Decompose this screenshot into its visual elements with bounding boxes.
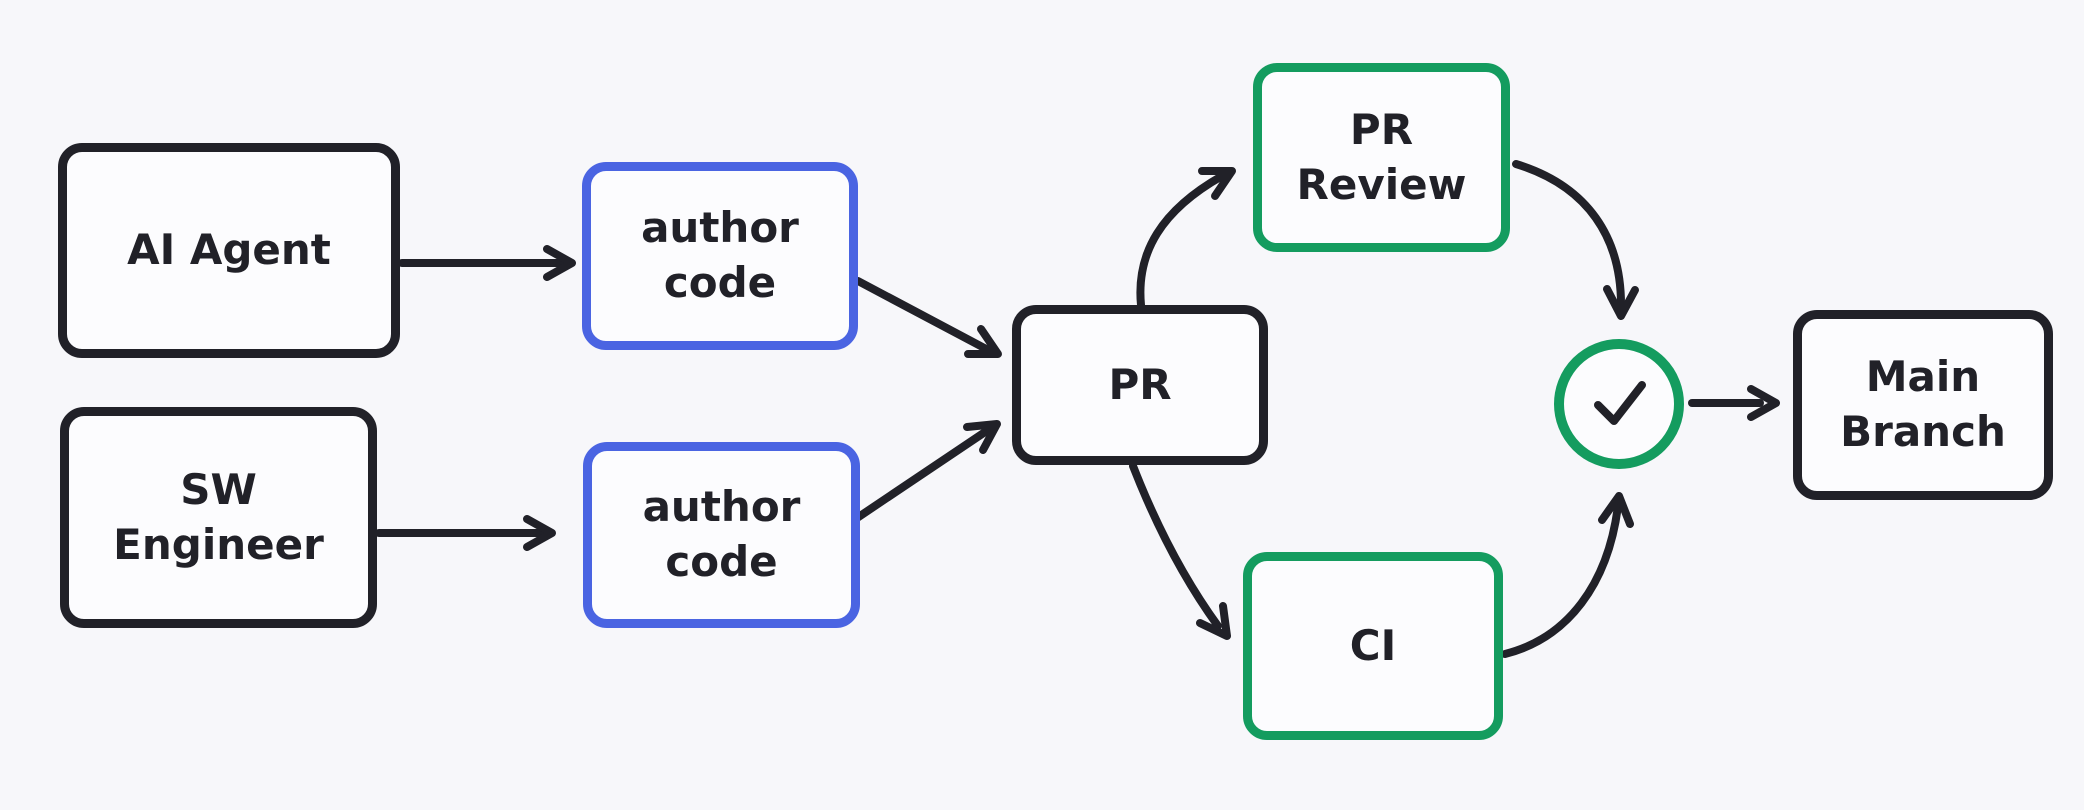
node-sw-engineer[interactable]: SW Engineer [60,407,377,628]
edge-pr-to-pr-review[interactable] [1136,167,1236,309]
node-ai-agent-label: AI Agent [127,225,331,275]
edge-sw-engineer-to-author-code[interactable] [375,515,556,551]
edge-check-to-main-branch[interactable] [1688,385,1780,421]
node-author-code-top[interactable]: author code [582,162,858,350]
edge-author-code-bottom-to-pr[interactable] [853,420,1001,522]
node-pr-review[interactable]: PR Review [1253,63,1510,252]
node-check[interactable] [1554,339,1684,469]
edge-ci-to-check[interactable] [1501,492,1634,658]
node-ai-agent[interactable]: AI Agent [58,143,400,358]
node-pr-review-label: PR Review [1296,104,1467,209]
node-pr[interactable]: PR [1012,305,1268,465]
node-ci-label: CI [1349,620,1397,670]
node-pr-label: PR [1108,359,1172,409]
edge-pr-to-ci[interactable] [1129,462,1231,640]
checkmark-icon [1594,381,1646,425]
node-ci[interactable]: CI [1243,552,1503,740]
node-sw-engineer-label: SW Engineer [113,464,324,569]
node-main-branch[interactable]: Main Branch [1793,310,2053,500]
node-author-code-bottom-label: author code [642,482,801,586]
node-author-code-bottom[interactable]: author code [583,442,860,628]
edge-author-code-top-to-pr[interactable] [854,277,1002,358]
edge-pr-review-to-check[interactable] [1512,160,1639,320]
edge-ai-agent-to-author-code[interactable] [398,245,576,281]
node-author-code-top-label: author code [641,203,799,307]
node-main-branch-label: Main Branch [1840,352,2006,456]
